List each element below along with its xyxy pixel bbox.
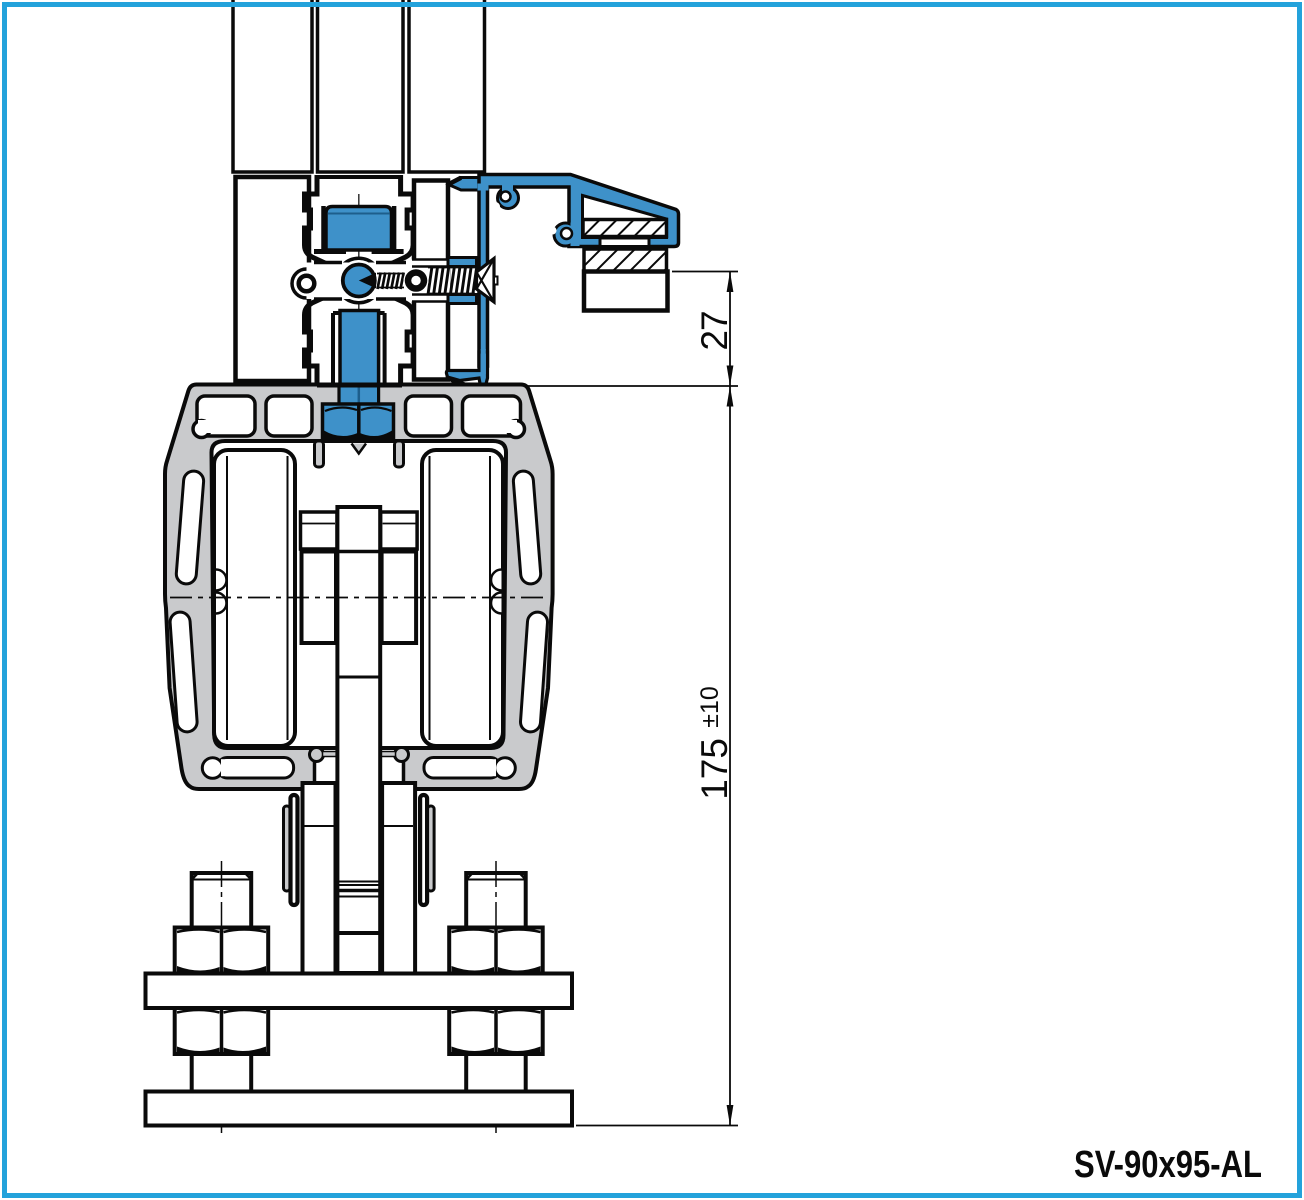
svg-text:27: 27 bbox=[694, 311, 735, 350]
svg-text:175 ±10: 175 ±10 bbox=[694, 686, 735, 800]
svg-text:SV-90x95-AL: SV-90x95-AL bbox=[1074, 1144, 1262, 1186]
